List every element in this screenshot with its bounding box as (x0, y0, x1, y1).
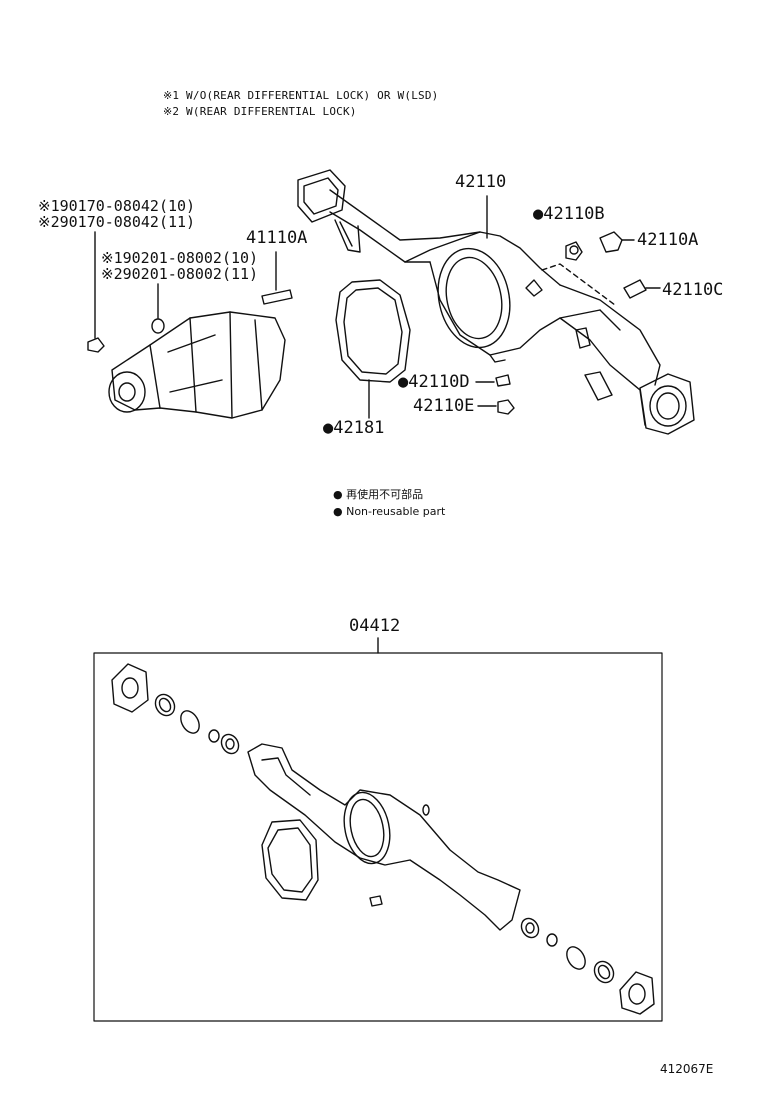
part-42110e-drawing (497, 399, 515, 415)
part-90170-1-label[interactable]: ※190170-08042(10) (38, 197, 196, 215)
part-42110d-label[interactable]: ●42110D (398, 372, 470, 392)
kit-04412-drawing (111, 663, 655, 1015)
legend-english: ● Non-reusable part (333, 505, 446, 518)
legend-japanese: ● 再使用不可部品 (333, 488, 424, 501)
gasket-42181-drawing (335, 279, 411, 419)
kit-04412-frame (93, 652, 663, 1022)
note-line-2: ※2 W(REAR DIFFERENTIAL LOCK) (163, 105, 357, 118)
part-90201-2-label[interactable]: ※290201-08002(11) (101, 265, 259, 283)
part-42110b-label[interactable]: ●42110B (533, 204, 605, 224)
part-42110b-drawing (565, 241, 583, 261)
part-42110c-drawing (623, 279, 661, 299)
part-42110a-label[interactable]: 42110A (637, 230, 699, 250)
part-42181-label[interactable]: ●42181 (323, 418, 385, 438)
diagram-id: 412067E (660, 1062, 714, 1076)
note-line-1: ※1 W/O(REAR DIFFERENTIAL LOCK) OR W(LSD) (163, 89, 439, 102)
part-42110c-label[interactable]: 42110C (662, 280, 724, 300)
part-42110-label[interactable]: 42110 (455, 172, 507, 192)
part-41110a-label[interactable]: 41110A (246, 228, 308, 248)
part-90201-1-label[interactable]: ※190201-08002(10) (101, 249, 259, 267)
part-04412-label[interactable]: 04412 (349, 616, 401, 636)
part-42110a-drawing (599, 231, 635, 253)
part-42110d-drawing (495, 374, 511, 387)
part-42110e-label[interactable]: 42110E (413, 396, 475, 416)
differential-carrier-drawing (87, 231, 293, 419)
axle-housing-drawing (297, 169, 695, 435)
part-90170-2-label[interactable]: ※290170-08042(11) (38, 213, 196, 231)
